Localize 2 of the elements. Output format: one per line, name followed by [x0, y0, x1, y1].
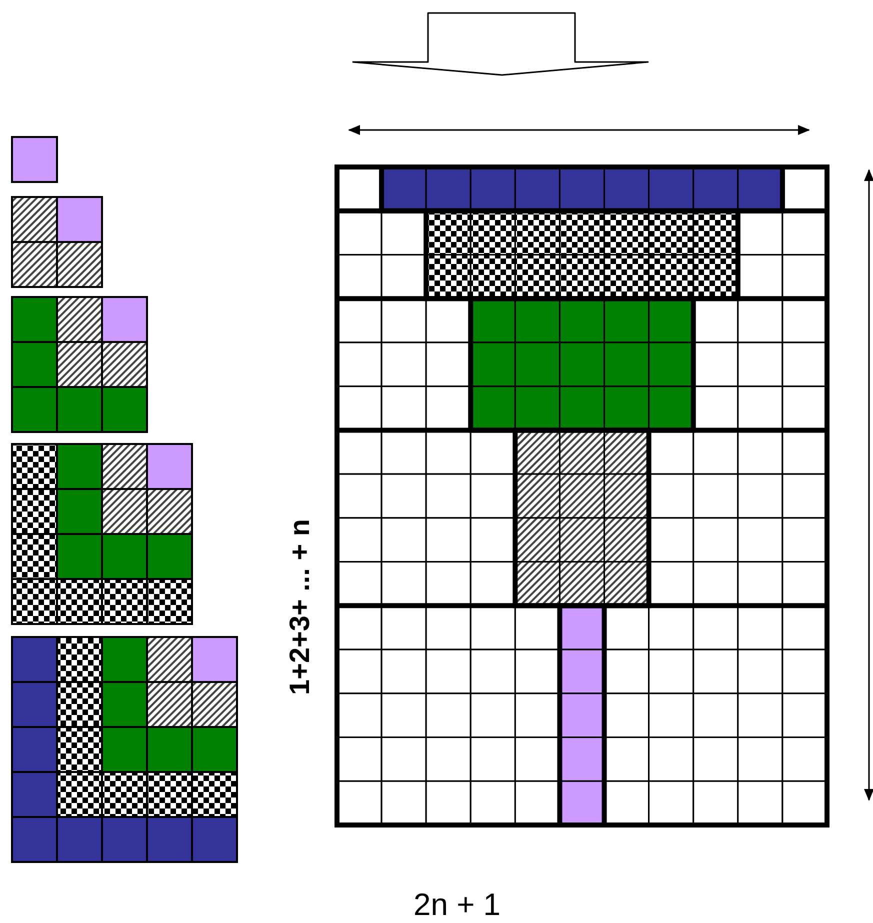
sum-label: 1+2+3+ ... + n: [284, 519, 316, 695]
width-label: 2n + 1: [413, 887, 501, 923]
